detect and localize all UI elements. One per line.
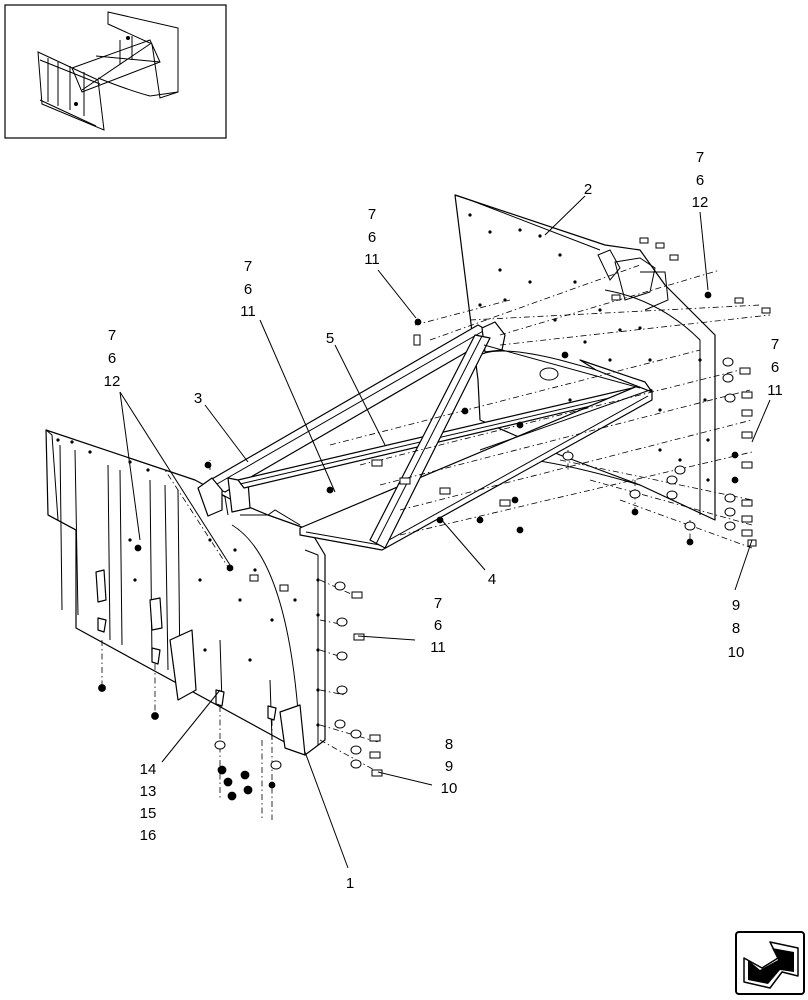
leader-lines [119,195,771,869]
callout-text: 9 [732,597,740,614]
callout-part-1[interactable]: 1 [346,875,354,892]
callout-mid-7-6-11[interactable]: 7 6 11 [430,595,446,656]
callout-text: 1 [346,875,354,892]
callout-part-3[interactable]: 3 [194,390,202,407]
callout-text: 2 [584,181,592,198]
callout-text: 11 [430,639,446,656]
callout-text: 4 [488,571,496,588]
fasteners [98,237,771,801]
callout-text: 11 [364,251,380,268]
part-2-right-side-plate[interactable] [454,194,716,521]
part-3-upper-crossmember[interactable] [197,321,506,517]
callout-9-8-10[interactable]: 9 8 10 [728,597,745,661]
callout-text: 11 [240,303,256,320]
callout-text: 7 [244,258,252,275]
callout-text: 6 [696,172,704,189]
callout-right-7-6-11[interactable]: 7 6 11 [767,336,783,399]
callout-text: 3 [194,390,202,407]
callout-7-6-11-upper[interactable]: 7 6 11 [364,206,380,268]
callout-text: 7 [771,336,779,353]
callout-text: 13 [140,783,157,800]
callout-text: 16 [140,827,157,844]
part-4-lower-crossmember[interactable] [299,334,653,551]
callout-text: 7 [434,595,442,612]
navigation-arrow-icon[interactable] [735,931,805,995]
callout-text: 6 [434,617,442,634]
callout-text: 7 [108,327,116,344]
callout-text: 6 [108,350,116,367]
overview-thumbnail[interactable] [4,4,227,139]
callout-text: 6 [244,281,252,298]
callout-text: 6 [368,229,376,246]
callout-8-9-10[interactable]: 8 9 10 [441,736,458,797]
callout-top-7-6-12[interactable]: 7 6 12 [692,149,709,211]
callout-text: 14 [140,761,157,778]
callout-text: 11 [767,382,783,399]
callout-part-2[interactable]: 2 [584,181,592,198]
exploded-centerlines [101,264,771,820]
callout-text: 10 [728,644,745,661]
callout-text: 5 [326,330,334,347]
callout-text: 10 [441,780,458,797]
callout-text: 12 [692,194,709,211]
callout-text: 7 [696,149,704,166]
callout-text: 9 [445,758,453,775]
callout-text: 6 [771,359,779,376]
part-1-left-side-plate[interactable] [45,429,326,756]
callout-text: 12 [104,373,121,390]
callout-part-5[interactable]: 5 [326,330,334,347]
callout-part-4[interactable]: 4 [488,571,496,588]
callout-14-13-15-16[interactable]: 14 13 15 16 [140,761,157,844]
callout-text: 7 [368,206,376,223]
callout-text: 15 [140,805,157,822]
callout-text: 8 [732,620,740,637]
callout-text: 8 [445,736,453,753]
callout-left-7-6-12[interactable]: 7 6 12 [104,327,121,390]
callout-7-6-11-center[interactable]: 7 6 11 [240,258,256,320]
